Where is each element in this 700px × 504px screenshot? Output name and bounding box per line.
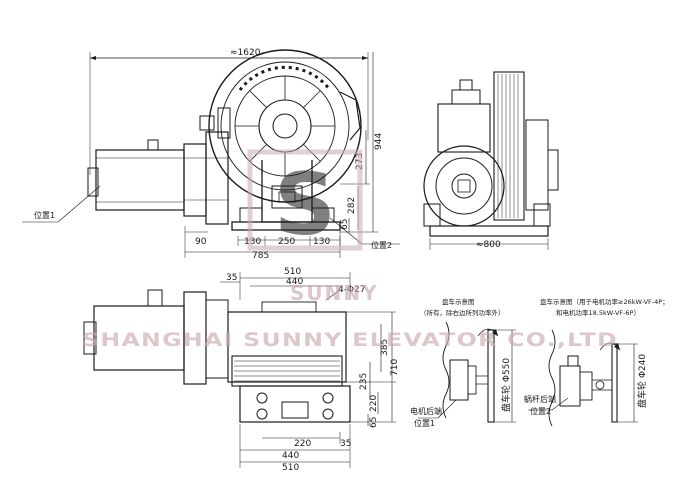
dim-65: 65 [340, 219, 350, 230]
detail1-position: 位置1 [414, 418, 435, 428]
watermark: S SUNNY SHANGHAI SUNNY ELEVATOR CO.,LTD [82, 149, 618, 351]
dim-bolt: 4-Φ27 [338, 285, 366, 295]
watermark-company: SHANGHAI SUNNY ELEVATOR CO.,LTD [82, 329, 618, 351]
dim-130-right: 130 [313, 237, 330, 247]
detail2-title: 盘车示意图（用于电机功率≥26kW-VF-4P； [540, 297, 669, 306]
detail2-wheel: 盘车轮 Φ240 [636, 354, 648, 408]
dim-250: 250 [278, 237, 295, 247]
front-view [22, 49, 400, 258]
detail2-subtitle: 和电机功率18.5kW-VF-6P） [556, 308, 640, 317]
side-view [423, 71, 559, 250]
dim-130-left: 130 [244, 237, 261, 247]
dim-235: 235 [359, 373, 369, 390]
label-position2: 位置2 [371, 240, 392, 250]
dim-800: ≈800 [476, 240, 501, 250]
logo-letter: S [274, 155, 336, 255]
dim-944: 944 [374, 133, 384, 150]
dim-220-bottom: 220 [294, 439, 311, 449]
dim-710: 710 [390, 359, 400, 376]
watermark-brand: SUNNY [290, 281, 379, 305]
label-position1: 位置1 [34, 210, 55, 220]
detail1-motor-rear: 电机后端 [410, 406, 442, 416]
dim-510-bottom: 510 [282, 463, 299, 473]
top-view [83, 272, 396, 468]
dim-65-right: 65 [369, 417, 379, 428]
dim-282: 282 [347, 197, 357, 214]
detail1-wheel: 盘车轮 Φ550 [500, 358, 512, 412]
sunny-logo-mark: S [247, 149, 363, 255]
dim-overall-width: ≈1620 [230, 48, 261, 58]
dim-35-bottom: 35 [340, 439, 351, 449]
detail1-title: 盘车示意图 [442, 297, 475, 306]
dim-440-top: 440 [286, 277, 303, 287]
detail2-position: 位置2 [530, 406, 551, 416]
detail1-subtitle: （所有，除右边所列功率外） [420, 308, 505, 317]
detail2-worm-rear: 蜗杆后端 [524, 394, 556, 404]
dim-785: 785 [252, 251, 269, 261]
dim-35-top: 35 [226, 273, 237, 283]
detail-2 [528, 329, 638, 427]
dim-90: 90 [195, 237, 207, 247]
dim-385: 385 [380, 339, 390, 356]
dim-510-top: 510 [284, 267, 301, 277]
detail-1 [418, 321, 516, 423]
dim-220-right: 220 [369, 395, 379, 412]
dim-440-bottom: 440 [282, 451, 299, 461]
